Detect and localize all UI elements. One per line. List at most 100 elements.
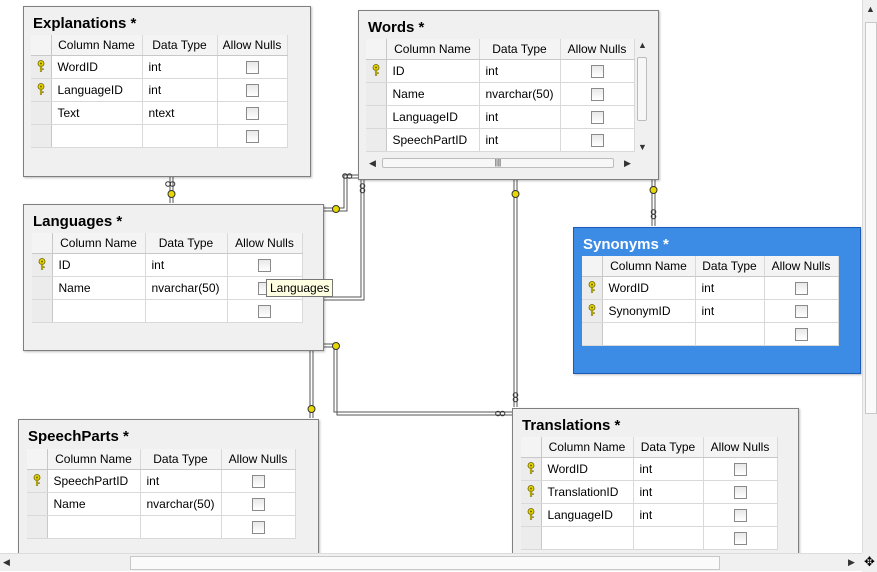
- column-name-cell[interactable]: TranslationID: [541, 480, 634, 504]
- scroll-thumb[interactable]: [637, 57, 647, 121]
- allow-nulls-cell[interactable]: [560, 59, 635, 83]
- row-selector[interactable]: [32, 276, 53, 300]
- data-type-cell[interactable]: nvarchar(50): [479, 82, 561, 106]
- checkbox-icon[interactable]: [590, 88, 604, 102]
- row-selector[interactable]: [27, 515, 48, 539]
- scroll-up-arrow-icon[interactable]: ▲: [866, 4, 875, 14]
- row-selector[interactable]: [31, 101, 52, 125]
- canvas-horizontal-scrollbar[interactable]: ◀ ▶: [0, 553, 862, 571]
- checkbox-icon[interactable]: [258, 305, 271, 319]
- allow-nulls-cell[interactable]: [217, 55, 288, 79]
- checkbox-icon[interactable]: [245, 84, 259, 98]
- column-name-cell[interactable]: SynonymID: [602, 299, 696, 323]
- allow-nulls-cell[interactable]: [703, 480, 778, 504]
- row-selector[interactable]: [521, 503, 542, 527]
- column-name-cell[interactable]: ID: [386, 59, 480, 83]
- data-type-cell[interactable]: int: [479, 105, 561, 129]
- allow-nulls-cell[interactable]: [703, 526, 778, 550]
- column-name-cell[interactable]: LanguageID: [51, 78, 143, 102]
- table-title[interactable]: Translations *: [522, 417, 621, 434]
- column-name-cell[interactable]: WordID: [51, 55, 143, 79]
- scroll-right-arrow-icon[interactable]: ▶: [848, 557, 855, 567]
- row-selector[interactable]: [31, 55, 52, 79]
- allow-nulls-cell[interactable]: [227, 299, 303, 323]
- size-grip-icon[interactable]: ✥: [862, 553, 877, 572]
- row-selector[interactable]: [31, 78, 52, 102]
- checkbox-icon[interactable]: [794, 282, 808, 296]
- column-row[interactable]: [32, 299, 303, 323]
- diagram-canvas[interactable]: Explanations * Column Name Data Type All…: [0, 0, 862, 553]
- scroll-right-arrow-icon[interactable]: ▶: [624, 158, 631, 168]
- allow-nulls-cell[interactable]: [221, 469, 296, 493]
- table-synonyms[interactable]: Synonyms * Column Name Data Type Allow N…: [573, 227, 861, 374]
- words-vertical-scrollbar[interactable]: ▲ ▼: [635, 39, 649, 155]
- data-type-cell[interactable]: [695, 322, 765, 346]
- row-selector[interactable]: [582, 276, 603, 300]
- table-speechparts[interactable]: SpeechParts * Column Name Data Type Allo…: [18, 419, 319, 553]
- allow-nulls-cell[interactable]: [764, 276, 839, 300]
- checkbox-icon[interactable]: [733, 509, 747, 523]
- table-explanations[interactable]: Explanations * Column Name Data Type All…: [23, 6, 311, 177]
- checkbox-icon[interactable]: [251, 475, 265, 489]
- canvas-vertical-scrollbar[interactable]: ▲: [862, 0, 877, 553]
- column-name-cell[interactable]: Text: [51, 101, 143, 125]
- words-horizontal-scrollbar[interactable]: ◀ ||| ▶: [366, 156, 636, 170]
- table-words[interactable]: Words * Column Name Data Type Allow Null…: [358, 10, 659, 180]
- row-selector[interactable]: [366, 82, 387, 106]
- column-name-cell[interactable]: LanguageID: [386, 105, 480, 129]
- table-title[interactable]: Explanations *: [33, 15, 137, 32]
- column-grid[interactable]: Column Name Data Type Allow Nulls Speech…: [27, 449, 296, 539]
- allow-nulls-cell[interactable]: [221, 515, 296, 539]
- checkbox-icon[interactable]: [590, 65, 604, 79]
- column-grid[interactable]: Column Name Data Type Allow Nulls WordID…: [521, 437, 778, 550]
- column-name-cell[interactable]: [51, 124, 143, 148]
- allow-nulls-cell[interactable]: [764, 322, 839, 346]
- data-type-cell[interactable]: int: [479, 59, 561, 83]
- scroll-left-arrow-icon[interactable]: ◀: [3, 557, 10, 567]
- row-selector[interactable]: [366, 105, 387, 129]
- checkbox-icon[interactable]: [794, 328, 808, 342]
- checkbox-icon[interactable]: [245, 130, 259, 144]
- scroll-left-arrow-icon[interactable]: ◀: [369, 158, 376, 168]
- allow-nulls-cell[interactable]: [217, 124, 288, 148]
- row-selector[interactable]: [31, 124, 52, 148]
- table-title[interactable]: Words *: [368, 19, 425, 36]
- row-selector[interactable]: [521, 480, 542, 504]
- column-name-cell[interactable]: [602, 322, 696, 346]
- data-type-cell[interactable]: int: [140, 469, 222, 493]
- checkbox-icon[interactable]: [258, 259, 271, 273]
- data-type-cell[interactable]: int: [479, 128, 561, 152]
- checkbox-icon[interactable]: [245, 61, 259, 75]
- data-type-cell[interactable]: nvarchar(50): [140, 492, 222, 516]
- data-type-cell[interactable]: ntext: [142, 101, 218, 125]
- column-name-cell[interactable]: WordID: [541, 457, 634, 481]
- table-title[interactable]: Languages *: [33, 213, 123, 230]
- table-title[interactable]: Synonyms *: [583, 236, 669, 253]
- scroll-thumb[interactable]: |||: [382, 158, 614, 168]
- row-selector[interactable]: [582, 322, 603, 346]
- column-grid[interactable]: Column Name Data Type Allow Nulls WordID…: [31, 35, 288, 148]
- checkbox-icon[interactable]: [245, 107, 259, 121]
- checkbox-icon[interactable]: [733, 463, 747, 477]
- data-type-cell[interactable]: [633, 526, 704, 550]
- data-type-cell[interactable]: int: [145, 253, 228, 277]
- column-row[interactable]: [521, 526, 778, 550]
- scroll-thumb[interactable]: [865, 22, 877, 414]
- data-type-cell[interactable]: int: [695, 299, 765, 323]
- data-type-cell[interactable]: [145, 299, 228, 323]
- allow-nulls-cell[interactable]: [703, 457, 778, 481]
- row-selector[interactable]: [366, 128, 387, 152]
